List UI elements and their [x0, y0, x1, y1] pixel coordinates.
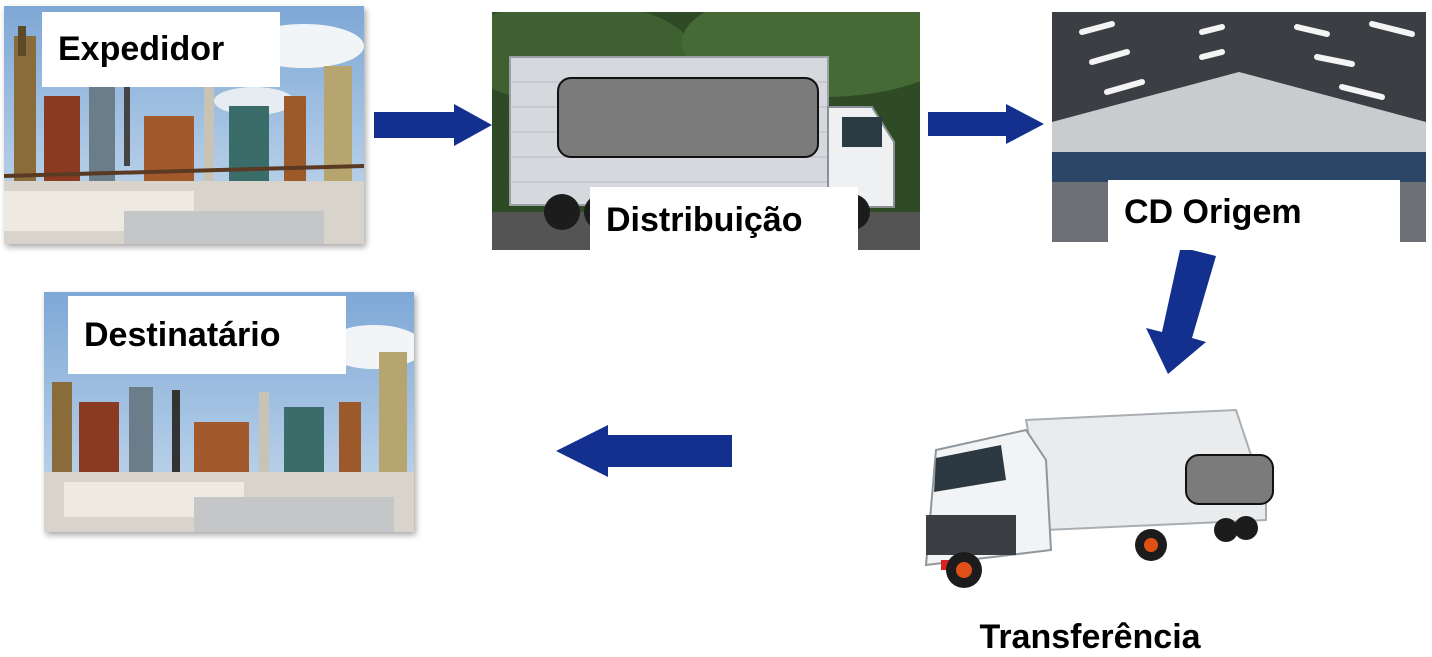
transferencia-photo [906, 400, 1276, 590]
arrow-right-2-icon [928, 104, 1044, 144]
destinatario-label: Destinatário [68, 296, 346, 374]
expedidor-label: Expedidor [42, 12, 280, 87]
distribuicao-label: Distribuição [590, 187, 858, 253]
arrow-down-left-icon [1146, 250, 1216, 374]
arrow-right-1-icon [374, 104, 492, 146]
transferencia-label: Transferência [979, 617, 1201, 656]
arrow-left-icon [556, 425, 732, 477]
destinatario-photo [44, 292, 414, 532]
redacted-logo-box-truck [557, 77, 819, 158]
redacted-logo-semi-truck [1185, 454, 1274, 505]
cd-origem-label: CD Origem [1108, 180, 1400, 244]
arrow-right-2-shape [928, 104, 1044, 144]
arrow-down-left-shape [1146, 250, 1216, 374]
arrow-left-shape [556, 425, 732, 477]
arrow-right-1-shape [374, 104, 492, 146]
